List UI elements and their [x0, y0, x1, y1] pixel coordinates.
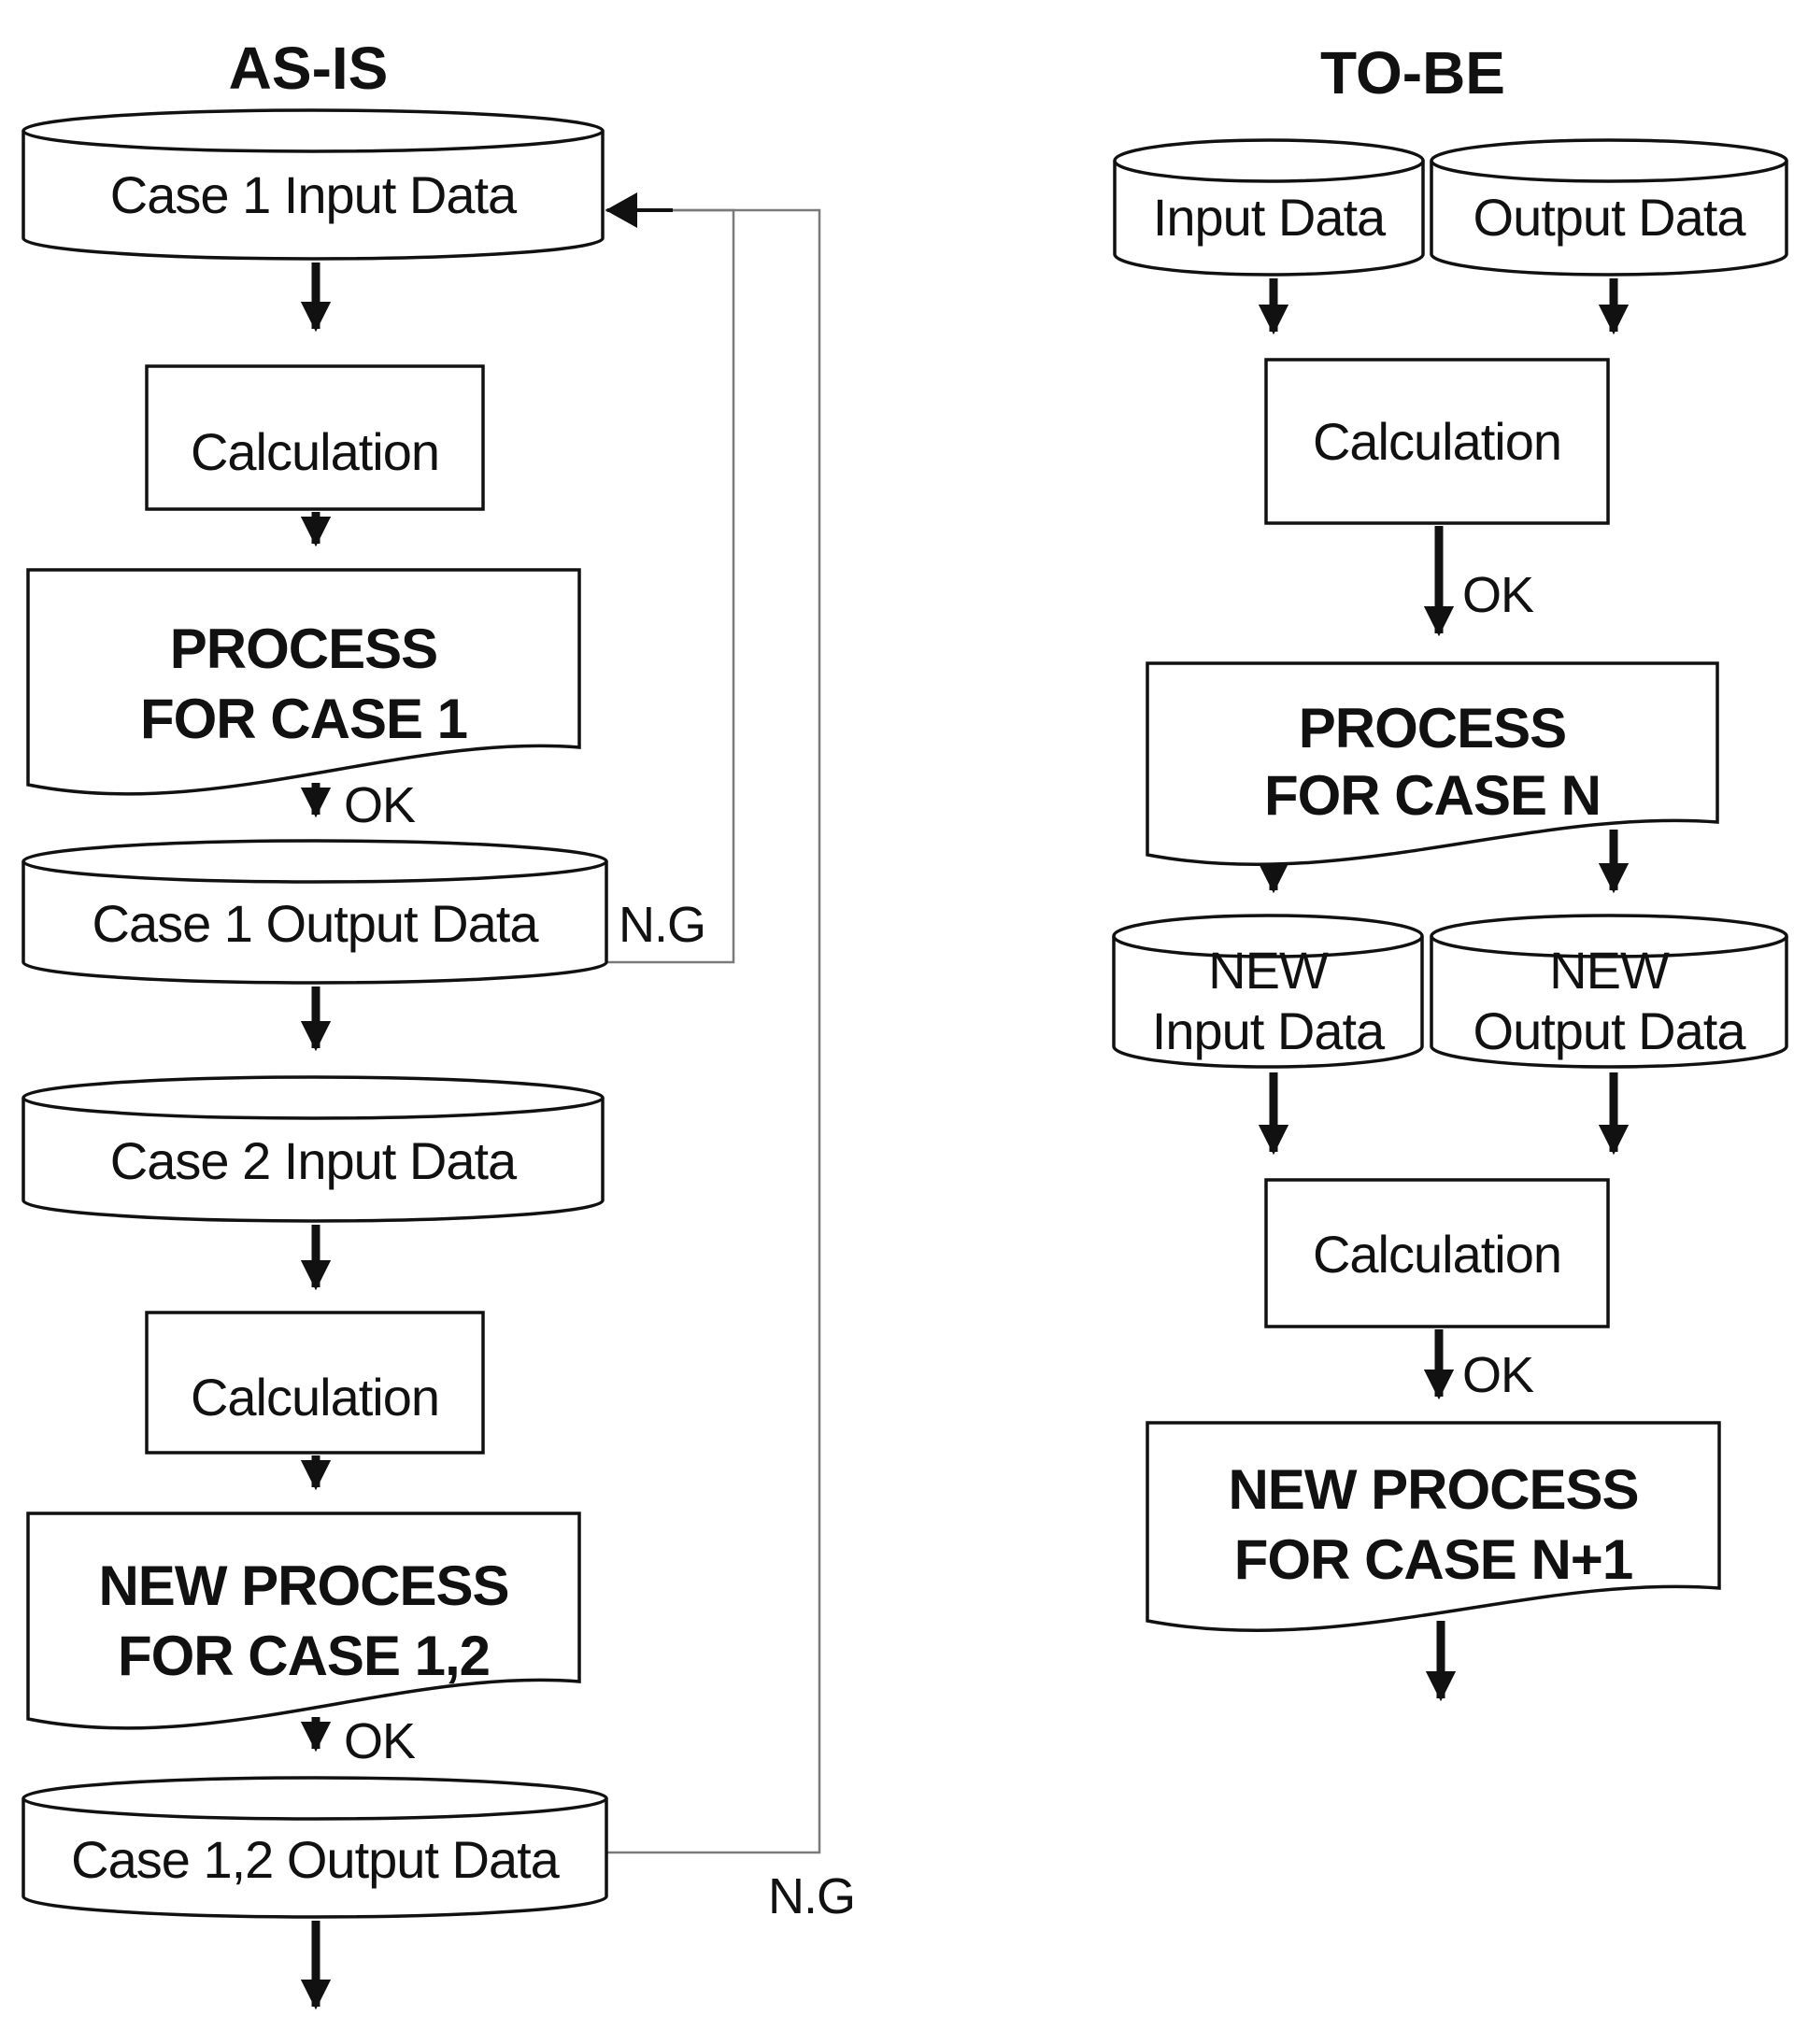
new-process-for-case12-line2: FOR CASE 1,2	[118, 1625, 490, 1687]
as-is-ok1-label: OK	[344, 777, 416, 833]
new-input-data-cylinder: NEW Input Data	[1112, 914, 1424, 1069]
case1-input-cylinder-body	[21, 131, 605, 261]
case12-output-label: Case 1,2 Output Data	[71, 1830, 561, 1889]
new-input-data-cylinder-body	[1112, 936, 1424, 1069]
new-output-data-cylinder-body	[1430, 936, 1788, 1069]
new-output-data-cylinder-lid	[1430, 914, 1788, 958]
new-input-data-cylinder-lid	[1112, 914, 1424, 958]
output-data-cylinder-body	[1430, 161, 1788, 277]
new-process-for-case12-line1: NEW PROCESS	[98, 1554, 508, 1617]
case12-output-cylinder-lid	[21, 1776, 608, 1821]
to-be-calculation2-label: Calculation	[1313, 1225, 1561, 1284]
new-input-data-line1: NEW	[1208, 941, 1329, 1000]
input-data-cylinder: Input Data	[1113, 138, 1425, 277]
ng-feedback-loops	[605, 208, 821, 1854]
case1-output-label: Case 1 Output Data	[93, 894, 540, 953]
case1-output-cylinder-lid	[21, 839, 608, 884]
to-be-calculation1-rect	[1264, 358, 1610, 525]
process-for-casen-shape	[1146, 661, 1719, 867]
new-output-data-cylinder: NEW Output Data	[1430, 914, 1788, 1069]
as-is-ng2-label: N.G	[768, 1868, 855, 1924]
process-for-case1-shape	[26, 568, 581, 796]
process-for-casen-line1: PROCESS	[1299, 697, 1566, 759]
to-be-column: TO-BE Input Data Output Data Calculation…	[1112, 39, 1788, 1702]
case12-output-cylinder: Case 1,2 Output Data	[21, 1776, 608, 1919]
case1-input-cylinder-lid	[21, 108, 605, 153]
to-be-calculation2-rect	[1264, 1178, 1610, 1328]
case2-input-cylinder-lid	[21, 1075, 605, 1120]
new-input-data-line2: Input Data	[1152, 1001, 1386, 1060]
to-be-calculation1-box: Calculation	[1264, 358, 1610, 525]
new-process-for-case12-document: NEW PROCESS FOR CASE 1,2	[26, 1512, 581, 1730]
ng-loop-arrowhead-icon	[605, 192, 637, 228]
new-output-data-line1: NEW	[1549, 941, 1670, 1000]
case1-input-label: Case 1 Input Data	[110, 165, 518, 224]
as-is-column: AS-IS Case 1 Input Data Calculation PROC…	[21, 35, 856, 2010]
to-be-calculation2-box: Calculation	[1264, 1178, 1610, 1328]
as-is-calculation1-rect	[145, 364, 485, 511]
output-data-cylinder: Output Data	[1430, 138, 1788, 277]
as-is-calculation1-box: Calculation	[145, 364, 485, 511]
new-output-data-line2: Output Data	[1473, 1001, 1747, 1060]
input-data-cylinder-body	[1113, 161, 1425, 277]
case2-input-cylinder: Case 2 Input Data	[21, 1075, 605, 1223]
as-is-calculation2-box: Calculation	[145, 1311, 485, 1455]
as-is-calculation2-rect	[145, 1311, 485, 1455]
to-be-ok1-label: OK	[1462, 567, 1534, 623]
input-data-cylinder-lid	[1113, 138, 1425, 183]
case1-output-cylinder: Case 1 Output Data	[21, 839, 608, 985]
output-data-cylinder-lid	[1430, 138, 1788, 183]
new-process-for-case12-shape	[26, 1512, 581, 1730]
as-is-ng1-label: N.G	[619, 897, 705, 953]
process-for-case1-line2: FOR CASE 1	[140, 688, 467, 750]
process-for-casen-line2: FOR CASE N	[1264, 764, 1601, 827]
case2-input-label: Case 2 Input Data	[110, 1131, 518, 1190]
new-process-for-casen1-line2: FOR CASE N+1	[1234, 1528, 1632, 1591]
input-data-label: Input Data	[1153, 188, 1387, 247]
case12-output-cylinder-body	[21, 1798, 608, 1919]
output-data-label: Output Data	[1473, 188, 1747, 247]
process-for-case1-document: PROCESS FOR CASE 1	[26, 568, 581, 796]
case1-input-cylinder: Case 1 Input Data	[21, 108, 605, 261]
as-is-calculation1-label: Calculation	[191, 422, 439, 481]
to-be-ok2-label: OK	[1462, 1347, 1534, 1403]
new-process-for-casen1-document: NEW PROCESS FOR CASE N+1	[1146, 1421, 1721, 1633]
as-is-calculation2-label: Calculation	[191, 1368, 439, 1427]
new-process-for-casen1-shape	[1146, 1421, 1721, 1633]
ng-loop-case12-output-line	[605, 208, 821, 1854]
as-is-ok2-label: OK	[344, 1713, 416, 1769]
to-be-calculation1-label: Calculation	[1313, 412, 1561, 471]
new-process-for-casen1-line1: NEW PROCESS	[1228, 1458, 1638, 1521]
to-be-title: TO-BE	[1320, 39, 1505, 106]
process-for-casen-document: PROCESS FOR CASE N	[1146, 661, 1719, 867]
ng-loop-case1-output-line	[605, 208, 735, 964]
case1-output-cylinder-body	[21, 861, 608, 985]
case2-input-cylinder-body	[21, 1098, 605, 1223]
as-is-title: AS-IS	[229, 35, 389, 102]
process-for-case1-line1: PROCESS	[170, 617, 437, 680]
